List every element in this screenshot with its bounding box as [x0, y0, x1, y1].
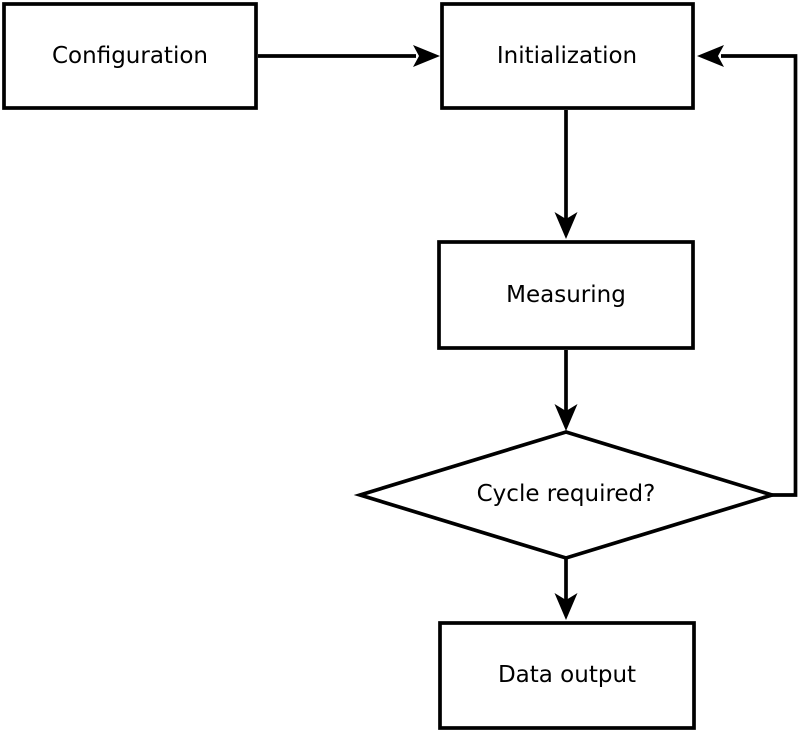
configuration-label: Configuration — [52, 43, 208, 69]
arrowhead-down-icon — [554, 404, 578, 431]
arrowhead-down-icon — [554, 212, 578, 239]
arrowhead-right-icon — [413, 45, 440, 67]
arrowhead-down-icon — [554, 593, 578, 620]
cycle-required-diamond — [353, 430, 779, 560]
node-cycle-required: Cycle required? — [353, 430, 779, 560]
edge-cycle-required-to-initialization-loop — [721, 54, 798, 497]
data-output-box — [438, 621, 696, 730]
initialization-box — [440, 2, 695, 110]
node-configuration: Configuration — [2, 2, 258, 110]
arrowheads — [413, 45, 724, 620]
cycle-required-label: Cycle required? — [477, 481, 656, 507]
node-data-output: Data output — [438, 621, 696, 730]
measuring-box — [437, 240, 695, 350]
configuration-box — [2, 2, 258, 110]
arrowhead-left-icon — [697, 45, 724, 67]
edge-lines — [258, 54, 798, 601]
node-measuring: Measuring — [437, 240, 695, 350]
measuring-label: Measuring — [506, 282, 626, 308]
node-initialization: Initialization — [440, 2, 695, 110]
initialization-label: Initialization — [497, 43, 637, 69]
data-output-label: Data output — [498, 662, 636, 688]
